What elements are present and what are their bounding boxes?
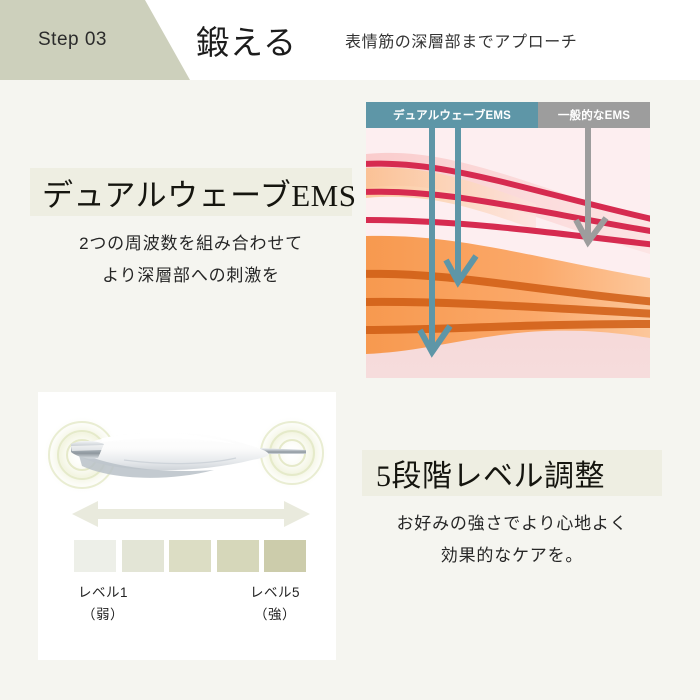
double-arrow-svg xyxy=(72,501,310,527)
level-swatch-3 xyxy=(169,540,211,572)
level-max-line-2: （強） xyxy=(254,607,296,622)
level-body-line-2: 効果的なケアを。 xyxy=(440,546,584,565)
level-heading-text: 5段階レベル調整 xyxy=(376,460,605,493)
lead-body-line-1: 2つの周波数を組み合わせて xyxy=(79,234,303,253)
legend-general-ems: 一般的なEMS xyxy=(538,102,650,128)
step-band-shape xyxy=(0,0,190,80)
device-svg xyxy=(42,415,330,495)
intensity-range-arrow xyxy=(72,497,310,531)
level-swatch-row xyxy=(74,540,306,572)
device-panel: レベル1 （弱） レベル5 （強） xyxy=(38,392,336,660)
dual-wave-arrow-mid xyxy=(443,102,479,288)
device-image xyxy=(38,400,336,510)
page-subtitle: 表情筋の深層部までアプローチ xyxy=(345,34,578,51)
level-swatch-5 xyxy=(264,540,306,572)
diagram-legend: デュアルウェーブEMS 一般的なEMS xyxy=(366,102,650,128)
level-swatch-1 xyxy=(74,540,116,572)
skin-cross-section-diagram xyxy=(366,102,650,378)
level-min-line-1: レベル1 xyxy=(77,585,128,600)
level-max-line-1: レベル5 xyxy=(249,585,300,600)
level-min-line-2: （弱） xyxy=(82,607,124,622)
page-header: Step 03 鍛える 表情筋の深層部までアプローチ xyxy=(0,0,700,80)
level-heading-band: 5段階レベル調整 xyxy=(362,450,662,496)
level-body: お好みの強さでより心地よく 効果的なケアを。 xyxy=(362,508,662,572)
level-min-label: レベル1 （弱） xyxy=(58,582,148,626)
level-body-line-1: お好みの強さでより心地よく xyxy=(396,514,628,533)
lead-body: 2つの周波数を組み合わせて より深層部への刺激を xyxy=(30,228,352,292)
legend-dual-wave-ems: デュアルウェーブEMS xyxy=(366,102,538,128)
step-label: Step 03 xyxy=(38,29,107,50)
header-divider xyxy=(0,80,700,88)
dual-wave-arrow-deep xyxy=(417,102,453,358)
lead-heading-band: デュアルウェーブEMS xyxy=(30,168,356,216)
lead-body-line-2: より深層部への刺激を xyxy=(102,266,280,285)
level-range-labels: レベル1 （弱） レベル5 （強） xyxy=(58,582,320,626)
level-max-label: レベル5 （強） xyxy=(230,582,320,626)
lead-heading-text: デュアルウェーブEMS xyxy=(42,177,357,213)
level-swatch-2 xyxy=(121,540,164,572)
skin-layers-svg xyxy=(366,102,650,378)
page-title: 鍛える xyxy=(196,26,298,62)
level-swatch-4 xyxy=(216,540,259,572)
